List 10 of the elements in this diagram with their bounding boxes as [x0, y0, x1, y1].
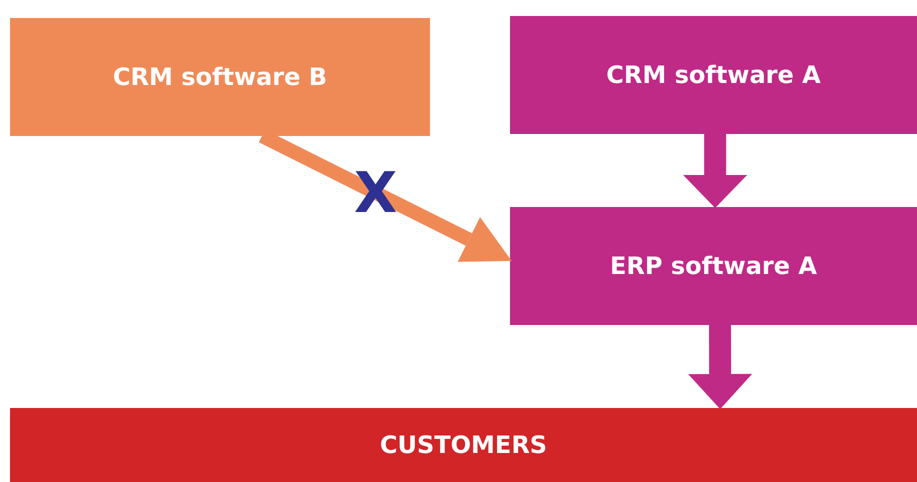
customers-bar — [10, 408, 917, 482]
software-box — [10, 18, 430, 136]
node-label: CRM software A — [606, 61, 821, 89]
arrow — [688, 324, 752, 410]
arrow — [683, 134, 748, 208]
node-label: ERP software A — [610, 252, 817, 280]
software-box — [510, 207, 917, 325]
software-box — [510, 16, 917, 134]
node-label: CUSTOMERS — [380, 431, 548, 459]
node-label: CRM software B — [112, 63, 328, 91]
